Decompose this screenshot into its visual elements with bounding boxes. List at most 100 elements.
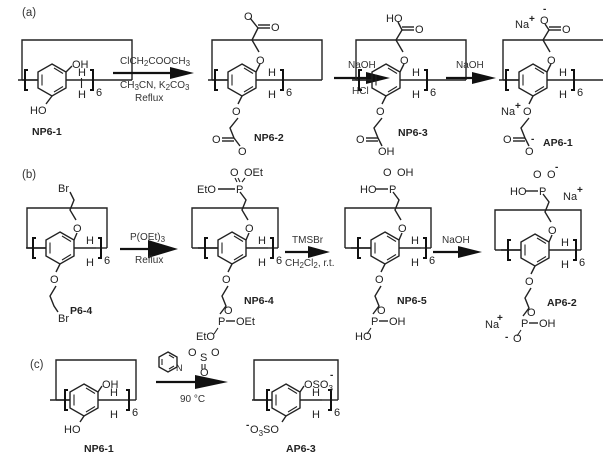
arrow-step-a3: NaOH xyxy=(446,60,496,84)
svg-text:-: - xyxy=(555,162,558,173)
compound-np6-5: O P HO O OH O P O OH HO H H 6 NP6-5 xyxy=(344,167,435,343)
phosphorus-label: P xyxy=(236,184,243,196)
svg-text:HO: HO xyxy=(510,186,527,198)
compound-np6-1-a: OH HO H H 6 NP6-1 xyxy=(17,39,133,138)
svg-text:O: O xyxy=(222,274,231,286)
compound-ap6-1: O O O - Na + O Na + O O - H H 6 AP6-1 xyxy=(498,4,603,158)
pyridine-icon xyxy=(158,351,178,373)
svg-text:H: H xyxy=(86,235,94,247)
bromine-label: Br xyxy=(58,183,69,195)
svg-text:OH: OH xyxy=(539,318,556,330)
svg-text:6: 6 xyxy=(104,255,110,267)
hydroxyl-label: HO xyxy=(30,105,47,117)
arrow-step-b3: NaOH xyxy=(433,235,482,258)
sodium-label: Na xyxy=(501,106,516,118)
svg-text:H: H xyxy=(561,259,569,271)
svg-text:H: H xyxy=(258,257,266,269)
svg-text:HO: HO xyxy=(64,424,81,436)
svg-text:O: O xyxy=(356,134,365,146)
svg-text:P: P xyxy=(218,316,225,328)
svg-text:+: + xyxy=(497,313,503,324)
svg-text:6: 6 xyxy=(334,407,340,419)
svg-text:-: - xyxy=(505,332,508,343)
compound-label: AP6-1 xyxy=(543,137,573,149)
right-bracket xyxy=(90,69,94,91)
svg-text:HO: HO xyxy=(386,13,403,25)
svg-text:P: P xyxy=(539,186,546,198)
svg-text:O: O xyxy=(375,274,384,286)
svg-text:-: - xyxy=(531,134,534,145)
svg-text:O: O xyxy=(513,333,522,345)
svg-text:O: O xyxy=(540,15,549,27)
svg-text:H: H xyxy=(258,235,266,247)
svg-text:OH: OH xyxy=(389,316,406,328)
svg-text:O: O xyxy=(230,167,239,179)
svg-text:H: H xyxy=(312,387,320,399)
svg-text:O: O xyxy=(244,11,253,23)
svg-text:O: O xyxy=(50,274,59,286)
arrow-step-c1: N O S O O 90 °C xyxy=(156,347,228,405)
svg-text:H: H xyxy=(412,67,420,79)
hydroxyl-label: OH xyxy=(72,59,89,71)
svg-text:P: P xyxy=(371,316,378,328)
svg-text:O: O xyxy=(525,146,534,158)
svg-text:6: 6 xyxy=(430,87,436,99)
compound-label: AP6-2 xyxy=(547,297,577,309)
compound-ap6-3: OSO3 - - O3SO H H 6 AP6-3 xyxy=(246,359,340,455)
compound-np6-1-c: OH HO H H 6 NP6-1 xyxy=(49,359,138,455)
compound-np6-4: O P EtO O OEt O P O OEt EtO H H 6 NP6-4 xyxy=(191,167,282,343)
sodium-label: Na xyxy=(515,19,530,31)
part-c: (c) OH HO H H 6 NP6-1 N xyxy=(30,347,340,455)
compound-label: NP6-3 xyxy=(398,127,428,139)
svg-text:O: O xyxy=(73,223,82,235)
svg-text:H: H xyxy=(561,237,569,249)
reagent-b3-1: NaOH xyxy=(442,235,470,246)
compound-label: NP6-1 xyxy=(84,443,114,455)
svg-text:6: 6 xyxy=(286,87,292,99)
negative-charge: - xyxy=(543,4,546,15)
reagent-b1-2: Reflux xyxy=(135,255,163,266)
svg-text:P: P xyxy=(521,318,528,330)
sodium-label: Na xyxy=(563,191,578,203)
svg-text:6: 6 xyxy=(579,257,585,269)
compound-label: AP6-3 xyxy=(286,443,316,455)
svg-text:O: O xyxy=(503,134,512,146)
svg-text:+: + xyxy=(577,185,583,196)
svg-text:H: H xyxy=(110,409,118,421)
svg-text:6: 6 xyxy=(429,255,435,267)
reagent-c1-1: 90 °C xyxy=(180,394,205,405)
svg-text:O: O xyxy=(238,146,247,158)
svg-text:O: O xyxy=(376,106,385,118)
arrow-step-a2: NaOH HCl xyxy=(334,60,390,97)
svg-text:H: H xyxy=(268,89,276,101)
osulfate-label: OSO3 xyxy=(304,379,333,393)
svg-text:H: H xyxy=(559,89,567,101)
svg-text:O: O xyxy=(188,347,197,359)
reagent-a1-1: ClCH2COOCH3 xyxy=(120,56,191,68)
compound-np6-3: O O HO O O OH H H 6 NP6-3 xyxy=(351,13,467,158)
svg-text:H: H xyxy=(110,387,118,399)
arrow-step-b1: P(OEt)3 Reflux xyxy=(120,232,178,266)
reagent-b1-1: P(OEt)3 xyxy=(130,232,166,244)
reagent-a3-1: NaOH xyxy=(456,60,484,71)
svg-text:O: O xyxy=(245,223,254,235)
svg-text:H: H xyxy=(268,67,276,79)
svg-text:O: O xyxy=(212,134,221,146)
reagent-b2-1: TMSBr xyxy=(292,235,324,246)
svg-text:O: O xyxy=(525,276,534,288)
compound-ap6-2: O P HO O O - Na + O P O OH O - Na + H H … xyxy=(485,162,585,345)
svg-text:H: H xyxy=(86,257,94,269)
arrow-step-b2: TMSBr CH2Cl2, r.t. xyxy=(285,235,334,270)
svg-text:O: O xyxy=(383,167,392,179)
svg-text:O: O xyxy=(377,305,386,317)
positive-charge: + xyxy=(529,14,535,25)
svg-text:OH: OH xyxy=(102,379,119,391)
svg-text:OEt: OEt xyxy=(244,167,263,179)
svg-text:O: O xyxy=(523,106,532,118)
svg-text:OH: OH xyxy=(397,167,414,179)
reagent-a1-2: CH3CN, K2CO3 xyxy=(120,80,190,92)
svg-text:O: O xyxy=(533,169,542,181)
compound-label: NP6-1 xyxy=(32,126,62,138)
